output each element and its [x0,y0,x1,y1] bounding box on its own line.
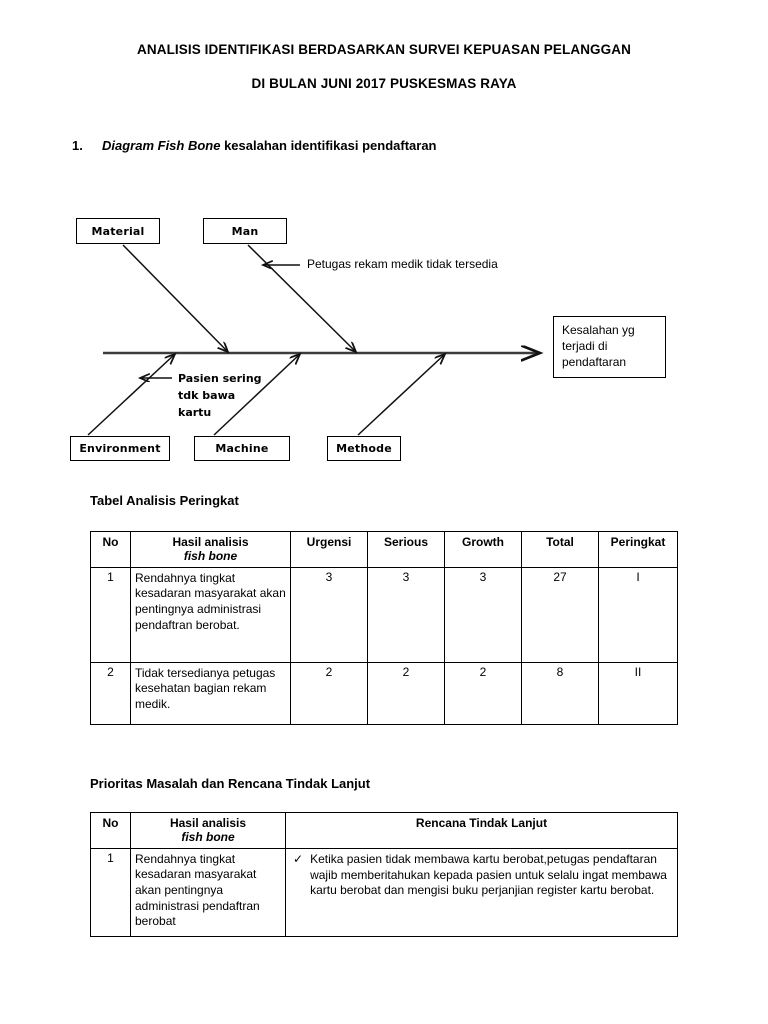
fishbone-bone-material [122,244,228,352]
column-header-hasil-analisis: Hasil analisis fish bone [130,531,291,568]
fishbone-category-environment: Environment [70,436,170,461]
analysis-ranking-table: No Hasil analisis fish bone Urgensi Seri… [90,531,678,725]
fishbone-effect-line-3: pendaftaran [562,354,627,369]
fishbone-diagram: Material Man Environment Machine Methode… [0,190,768,480]
fishbone-category-material: Material [76,218,160,244]
document-title-line-1: ANALISIS IDENTIFIKASI BERDASARKAN SURVEI… [137,42,631,57]
section-1-number: 1. [72,138,83,153]
table-2-heading: Prioritas Masalah dan Rencana Tindak Lan… [90,776,371,791]
section-1-title-italic: Diagram Fish Bone [102,138,221,153]
column-header-no: No [90,531,131,568]
fishbone-bone-methode [357,354,445,436]
cell-urgensi: 2 [290,661,368,725]
cell-peringkat: I [598,566,678,663]
fishbone-effect-box: Kesalahan yg terjadi di pendaftaran [553,316,666,378]
cell-growth: 3 [444,566,522,663]
fishbone-effect-line-2: terjadi di [562,338,608,353]
column-header-hasil-line-1: Hasil analisis [169,816,247,830]
fishbone-category-machine: Machine [194,436,290,461]
document-title-line-2: DI BULAN JUNI 2017 PUSKESMAS RAYA [251,76,517,91]
table-header-row: No Hasil analisis fish bone Rencana Tind… [90,812,678,849]
fishbone-effect-line-1: Kesalahan yg [562,323,635,337]
fishbone-lines [87,244,768,436]
fishbone-category-methode: Methode [327,436,401,461]
fishbone-cause-man: Petugas rekam medik tidak tersedia [307,257,498,271]
table-1-heading: Tabel Analisis Peringkat [90,493,239,508]
table-row: 1 Rendahnya tingkat kesadaran masyarakat… [90,566,678,663]
cell-serious: 2 [367,661,445,725]
check-icon: ✓ [293,851,304,866]
cell-no: 2 [90,661,131,725]
table-header-row: No Hasil analisis fish bone Urgensi Seri… [90,531,678,568]
column-header-hasil-line-1: Hasil analisis [172,535,249,549]
column-header-rencana-tindak-lanjut: Rencana Tindak Lanjut [285,812,678,849]
followup-text: Ketika pasien tidak membawa kartu beroba… [310,851,667,898]
column-header-total: Total [521,531,599,568]
cell-rencana-tindak-lanjut: ✓ Ketika pasien tidak membawa kartu bero… [285,847,678,937]
fishbone-bone-environment [87,354,175,436]
fishbone-category-man: Man [203,218,287,244]
table-row: 2 Tidak tersedianya petugas kesehatan ba… [90,661,678,725]
followup-list-item: ✓ Ketika pasien tidak membawa kartu bero… [290,852,673,899]
column-header-hasil-line-2: fish bone [183,549,238,564]
table-row: 1 Rendahnya tingkat kesadaran masyarakat… [90,847,678,937]
column-header-serious: Serious [367,531,445,568]
column-header-hasil-analisis: Hasil analisis fish bone [130,812,286,849]
section-1-heading: 1. Diagram Fish Bone kesalahan identifika… [72,138,437,153]
priority-followup-table: No Hasil analisis fish bone Rencana Tind… [90,812,678,937]
cell-hasil-analisis: Tidak tersedianya petugas kesehatan bagi… [130,661,291,725]
column-header-peringkat: Peringkat [598,531,678,568]
cell-serious: 3 [367,566,445,663]
cell-hasil-analisis: Rendahnya tingkat kesadaran masyarakat a… [130,847,286,937]
cell-hasil-analisis: Rendahnya tingkat kesadaran masyarakat a… [130,566,291,663]
cell-peringkat: II [598,661,678,725]
column-header-growth: Growth [444,531,522,568]
fishbone-bone-machine [213,354,300,436]
cell-growth: 2 [444,661,522,725]
fishbone-cause-environment: Pasien sering tdk bawa kartu [178,372,262,420]
cell-total: 8 [521,661,599,725]
cell-no: 1 [90,566,131,663]
column-header-no: No [90,812,131,849]
section-1-title-rest: kesalahan identifikasi pendaftaran [220,138,437,153]
column-header-urgensi: Urgensi [290,531,368,568]
column-header-hasil-line-2: fish bone [181,830,235,845]
cell-urgensi: 3 [290,566,368,663]
cell-no: 1 [90,847,131,937]
cell-total: 27 [521,566,599,663]
